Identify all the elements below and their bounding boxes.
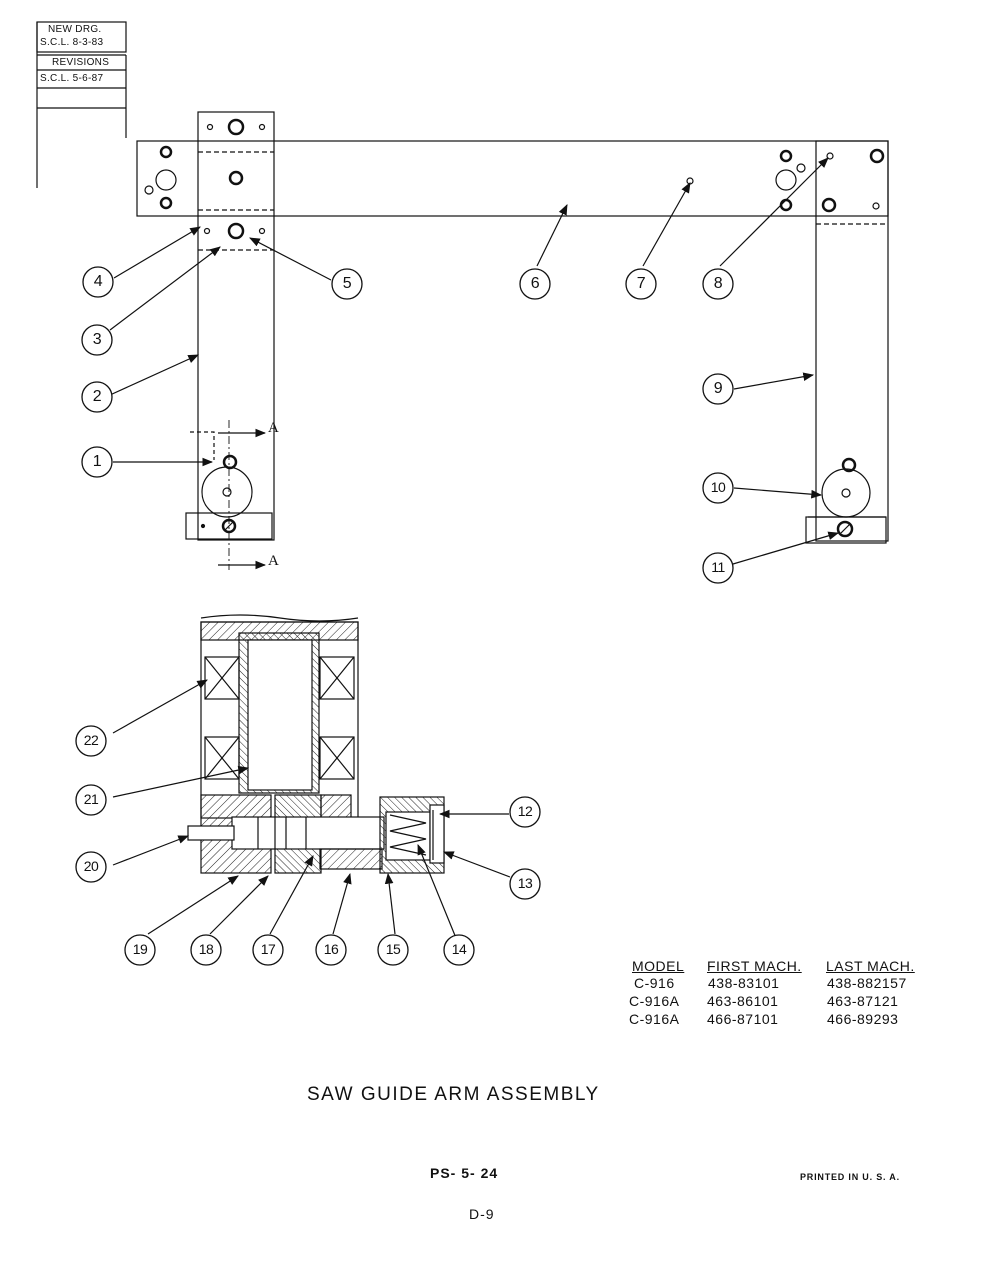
leader-lines [109,157,840,939]
section-marker-top: A [268,420,279,436]
callout-20: 20 [83,858,99,874]
callout-16: 16 [323,941,339,957]
callout-2: 2 [92,388,102,405]
callout-12: 12 [517,803,533,819]
callout-9: 9 [713,380,723,397]
table-cell: C-916A [629,1011,680,1027]
revisions-label: REVISIONS [52,57,110,68]
callout-19: 19 [132,941,148,957]
drawing-title: SAW GUIDE ARM ASSEMBLY [307,1084,600,1105]
new-drg-date: S.C.L. 8-3-83 [40,37,104,48]
callout-21: 21 [83,791,99,807]
callout-6: 6 [530,275,540,292]
callout-1: 1 [92,453,102,470]
callout-18: 18 [198,941,214,957]
callout-8: 8 [713,275,723,292]
table-header-last: LAST MACH. [826,958,915,974]
page-number: D-9 [469,1206,495,1222]
callout-15: 15 [385,941,401,957]
table-cell: 438-83101 [708,975,780,991]
table-header-first: FIRST MACH. [707,958,802,974]
table-cell: 438-882157 [827,975,907,991]
printed-in-usa: PRINTED IN U. S. A. [800,1172,900,1182]
table-header-model: MODEL [632,958,685,974]
callout-circles [75,266,734,966]
section-view [187,614,445,874]
table-cell: 466-87101 [707,1011,779,1027]
callout-3: 3 [92,331,102,348]
table-cell: C-916A [629,993,680,1009]
callout-11: 11 [711,559,725,575]
page-code: PS- 5- 24 [430,1165,499,1181]
callout-17: 17 [260,941,276,957]
callout-4: 4 [93,273,103,290]
callout-5: 5 [342,275,352,292]
callout-13: 13 [517,875,533,891]
table-cell: 463-86101 [707,993,779,1009]
section-marker-bottom: A [268,553,279,569]
callout-22: 22 [83,732,99,748]
table-cell: 463-87121 [827,993,899,1009]
callout-14: 14 [451,941,467,957]
callout-10: 10 [710,479,726,495]
arm-top-view [136,111,889,570]
revision-entry: S.C.L. 5-6-87 [40,73,104,84]
revision-block [36,21,127,188]
section-indicators [218,428,267,570]
table-cell: C-916 [634,975,675,991]
table-cell: 466-89293 [827,1011,899,1027]
callout-7: 7 [636,275,646,292]
new-drg-label: NEW DRG. [48,24,102,35]
